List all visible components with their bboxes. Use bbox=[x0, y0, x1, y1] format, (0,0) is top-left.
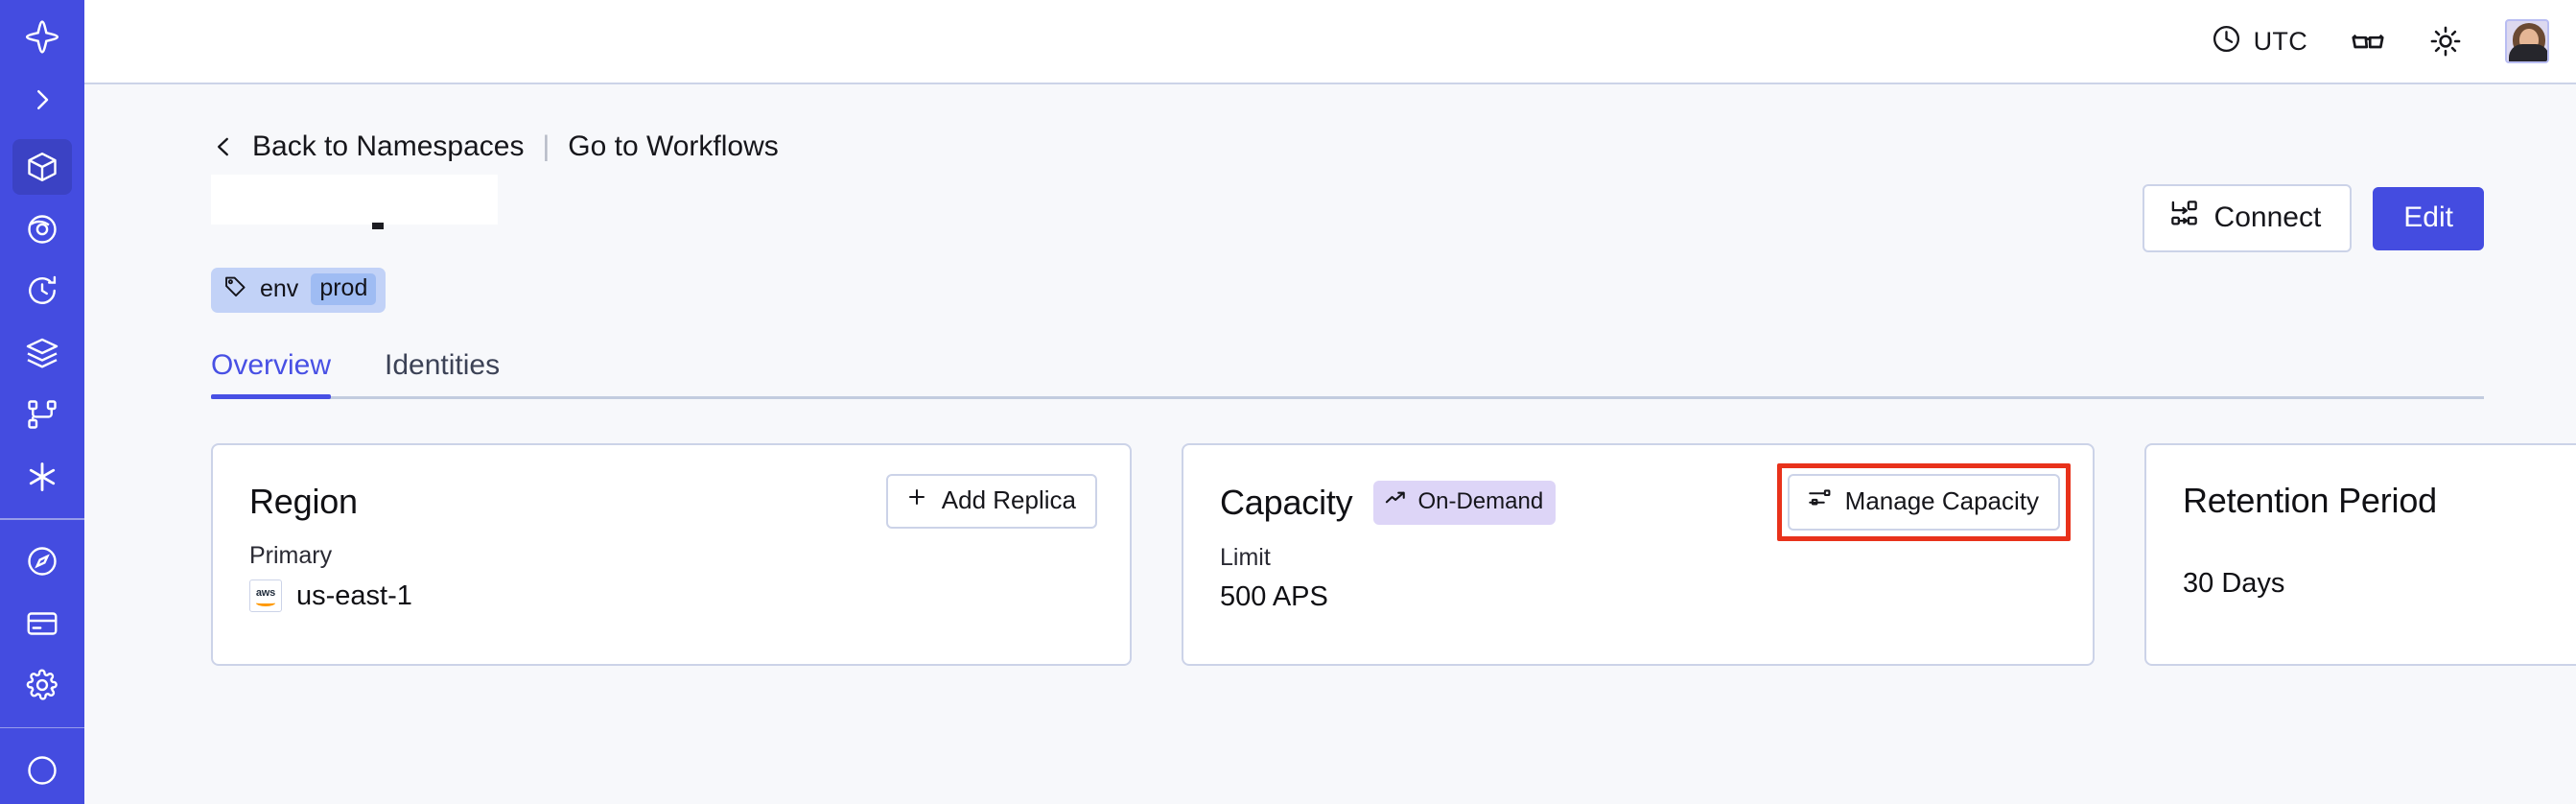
manage-capacity-button[interactable]: Manage Capacity bbox=[1787, 474, 2060, 531]
card-retention-value: 30 Days bbox=[2183, 568, 2285, 599]
aws-logo-text: aws bbox=[255, 586, 276, 599]
sun-icon[interactable] bbox=[2428, 24, 2463, 59]
on-demand-badge-label: On-Demand bbox=[1417, 487, 1544, 514]
temporal-logo-icon[interactable] bbox=[12, 10, 72, 66]
expand-chevron-icon[interactable] bbox=[12, 72, 72, 129]
card-retention-period: Retention Period 30 Days bbox=[2144, 443, 2576, 666]
timezone-label: UTC bbox=[2253, 26, 2307, 56]
sidebar-divider-2 bbox=[0, 726, 84, 729]
sliders-icon bbox=[1807, 485, 1832, 517]
primary-sidebar bbox=[0, 0, 84, 804]
card-capacity-value: 500 APS bbox=[1220, 581, 1328, 612]
sidebar-item-batch-operations[interactable] bbox=[12, 324, 72, 381]
overview-cards: Region Add Replica Primary bbox=[211, 443, 2576, 666]
card-retention-header: Retention Period bbox=[2183, 474, 2576, 528]
sidebar-item-usage[interactable] bbox=[12, 533, 72, 590]
sidebar-item-workflows[interactable] bbox=[12, 387, 72, 443]
card-region-header: Region Add Replica bbox=[249, 474, 1097, 529]
plus-icon bbox=[905, 485, 928, 515]
timezone-selector[interactable]: UTC bbox=[2211, 23, 2307, 59]
connect-icon bbox=[2169, 199, 2199, 236]
tag-icon bbox=[223, 274, 247, 305]
main-column: UTC bbox=[84, 0, 2576, 804]
card-capacity-title: Capacity bbox=[1220, 482, 1353, 522]
sidebar-item-nexus[interactable] bbox=[12, 449, 72, 506]
redacted-namespace-name bbox=[211, 175, 498, 225]
card-capacity-header: Capacity On-Demand bbox=[1220, 463, 2072, 541]
sidebar-item-billing[interactable] bbox=[12, 595, 72, 651]
manage-capacity-label: Manage Capacity bbox=[1844, 486, 2039, 515]
header-actions: UTC bbox=[2211, 19, 2549, 63]
chevron-left-icon[interactable] bbox=[211, 132, 236, 161]
reading-glasses-icon[interactable] bbox=[2350, 23, 2386, 59]
sidebar-item-observability[interactable] bbox=[12, 201, 72, 257]
edit-button-label: Edit bbox=[2403, 201, 2453, 233]
sidebar-item-help-icon[interactable] bbox=[12, 742, 72, 798]
edit-button[interactable]: Edit bbox=[2373, 186, 2484, 250]
card-region-title: Region bbox=[249, 481, 358, 521]
tag-value: prod bbox=[311, 273, 377, 305]
sidebar-item-schedules[interactable] bbox=[12, 263, 72, 319]
card-region-sublabel: Primary bbox=[249, 542, 333, 569]
clock-icon bbox=[2211, 23, 2242, 59]
breadcrumb-back-link[interactable]: Back to Namespaces bbox=[252, 130, 525, 162]
tab-bar: Overview Identities bbox=[211, 349, 2484, 399]
aws-logo-icon: aws bbox=[249, 579, 282, 612]
namespace-tags: env prod bbox=[211, 268, 2484, 313]
tab-overview[interactable]: Overview bbox=[211, 349, 358, 399]
breadcrumb-workflows-link[interactable]: Go to Workflows bbox=[568, 130, 779, 162]
namespace-actions: Connect Edit bbox=[2142, 182, 2484, 252]
trending-up-icon bbox=[1384, 486, 1408, 517]
namespace-title-group: Active bbox=[211, 175, 2143, 229]
card-region: Region Add Replica Primary bbox=[211, 443, 1132, 666]
manage-capacity-highlight: Manage Capacity bbox=[1776, 463, 2072, 541]
card-capacity-sublabel: Limit bbox=[1220, 544, 1271, 571]
card-retention-title: Retention Period bbox=[2183, 481, 2437, 520]
breadcrumb-separator: | bbox=[542, 130, 550, 162]
card-region-value-row: aws us-east-1 bbox=[249, 579, 1097, 612]
top-header-bar: UTC bbox=[84, 0, 2576, 84]
card-region-value: us-east-1 bbox=[296, 579, 412, 611]
user-avatar[interactable] bbox=[2505, 19, 2549, 63]
redaction-artifact bbox=[372, 223, 384, 229]
sidebar-divider-1 bbox=[0, 518, 84, 520]
card-capacity: Capacity On-Demand bbox=[1182, 443, 2095, 666]
breadcrumb: Back to Namespaces | Go to Workflows bbox=[211, 84, 2484, 163]
add-replica-button[interactable]: Add Replica bbox=[885, 474, 1097, 529]
on-demand-badge: On-Demand bbox=[1373, 480, 1557, 525]
connect-button-label: Connect bbox=[2213, 201, 2322, 233]
sidebar-item-namespaces[interactable] bbox=[12, 138, 72, 196]
connect-button[interactable]: Connect bbox=[2142, 184, 2353, 252]
tag-key: env bbox=[260, 275, 299, 302]
main-content: Back to Namespaces | Go to Workflows Act… bbox=[84, 84, 2576, 804]
add-replica-label: Add Replica bbox=[941, 485, 1076, 514]
tab-identities[interactable]: Identities bbox=[385, 349, 501, 381]
tag-env[interactable]: env prod bbox=[211, 268, 386, 313]
sidebar-item-settings[interactable] bbox=[12, 657, 72, 714]
namespace-title-row: Active bbox=[211, 175, 2484, 252]
